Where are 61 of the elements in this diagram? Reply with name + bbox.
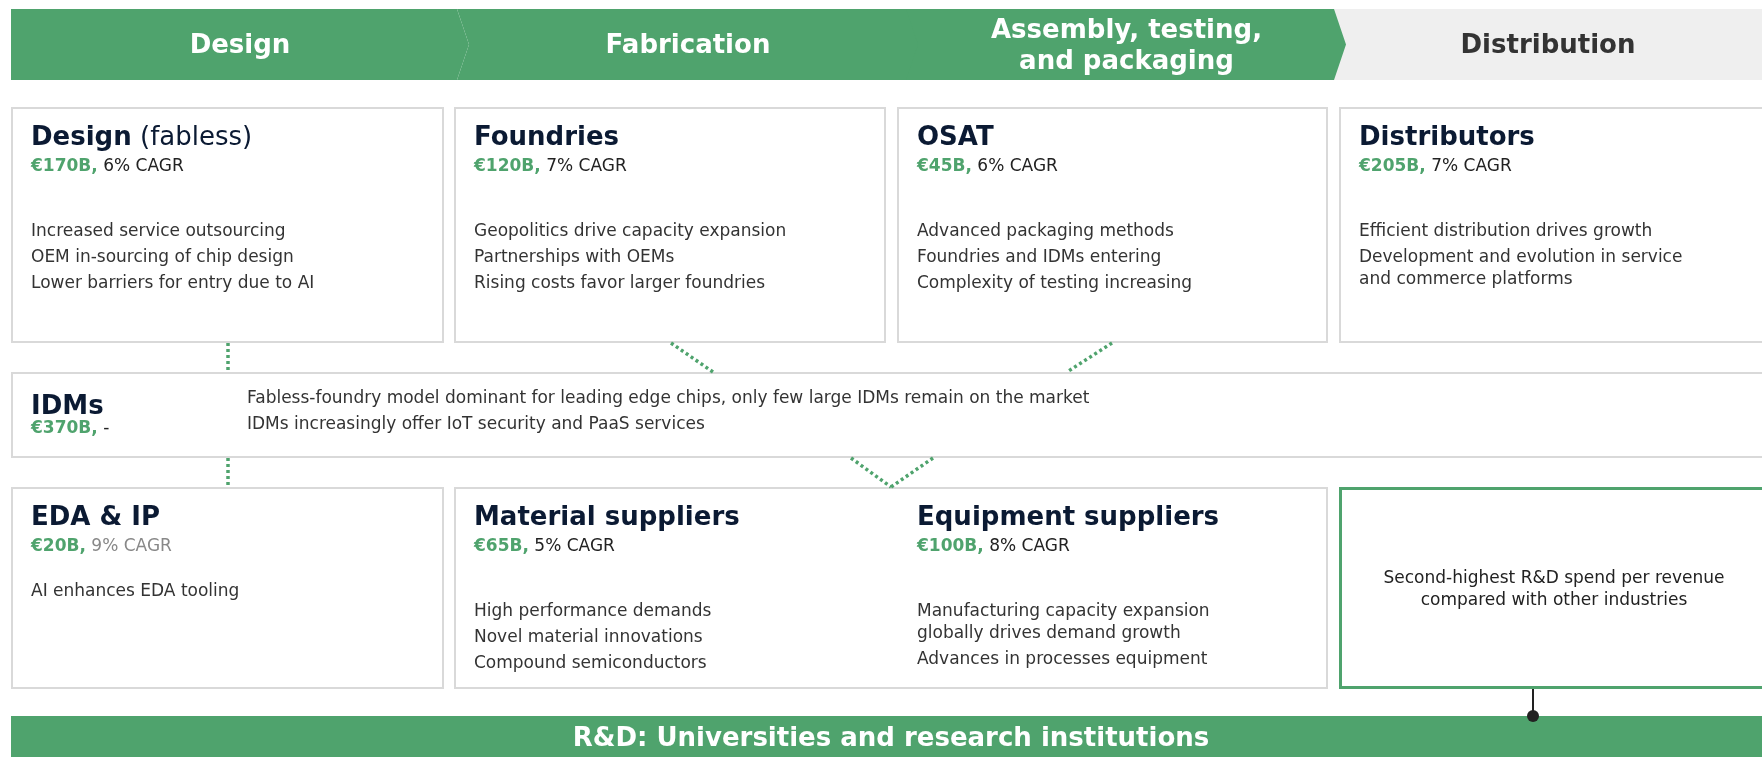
- segment-heading: EDA & IP: [31, 501, 160, 531]
- note-text: Second-highest R&D spend per revenue compared with other industries: [1382, 566, 1726, 610]
- stage-title: Assembly, testing, and packaging: [989, 13, 1264, 76]
- trend-text: Compound semiconductors: [474, 651, 707, 673]
- market-figure: €205B, 7% CAGR: [1359, 155, 1512, 175]
- segment-card: [11, 487, 444, 689]
- stage-banner: [906, 9, 1347, 80]
- segment-heading: Material suppliers: [474, 501, 740, 531]
- dotted-connector: [1066, 341, 1113, 374]
- segment-heading: Design (fabless): [31, 121, 253, 151]
- dotted-connector: [670, 341, 714, 374]
- trend-text: Rising costs favor larger foundries: [474, 271, 766, 293]
- stage-banner: [457, 9, 919, 80]
- dotted-connector: [226, 458, 230, 487]
- segment-heading: OSAT: [917, 121, 994, 151]
- segment-heading: IDMs: [31, 390, 104, 420]
- segment-card: [1339, 107, 1762, 343]
- segment-card: [454, 487, 1328, 689]
- research-band: [11, 716, 1762, 757]
- trend-text: Development and evolution in service and commerce platforms: [1359, 245, 1684, 289]
- trend-text: Increased service outsourcing: [31, 219, 286, 241]
- trend-text: Foundries and IDMs entering: [917, 245, 1162, 267]
- segment-card: [11, 372, 1762, 458]
- trend-text: Advanced packaging methods: [917, 219, 1174, 241]
- segment-heading: Distributors: [1359, 121, 1535, 151]
- segment-card: [11, 107, 444, 343]
- stage-banner: [1334, 9, 1762, 80]
- highlight-card: [1339, 487, 1762, 689]
- trend-text: High performance demands: [474, 599, 712, 621]
- trend-text: OEM in-sourcing of chip design: [31, 245, 294, 267]
- trend-text: Lower barriers for entry due to AI: [31, 271, 315, 293]
- trend-text: Complexity of testing increasing: [917, 271, 1193, 293]
- trend-text: Manufacturing capacity expansion globally drives demand growth: [917, 599, 1211, 643]
- market-figure: €45B, 6% CAGR: [917, 155, 1058, 175]
- dotted-connector: [226, 343, 230, 372]
- segment-card: [454, 107, 886, 343]
- stage-title: Design: [188, 29, 292, 60]
- market-figure: €170B, 6% CAGR: [31, 155, 184, 175]
- market-figure: €370B, -: [31, 417, 110, 437]
- trend-text: Fabless-foundry model dominant for leading edge chips, only few large IDMs remain on the market: [247, 386, 1090, 408]
- segment-card: [897, 107, 1328, 343]
- connector-line: [1527, 688, 1539, 722]
- trend-text: IDMs increasingly offer IoT security and PaaS services: [247, 412, 705, 434]
- market-figure: €100B, 8% CAGR: [917, 535, 1070, 555]
- market-figure: €120B, 7% CAGR: [474, 155, 627, 175]
- trend-text: AI enhances EDA tooling: [31, 579, 240, 601]
- trend-text: Geopolitics drive capacity expansion: [474, 219, 787, 241]
- band-title: R&D: Universities and research institutions: [572, 721, 1210, 752]
- segment-heading: Foundries: [474, 121, 620, 151]
- dotted-connector: [890, 456, 934, 489]
- segment-heading: Equipment suppliers: [917, 501, 1220, 531]
- market-figure: €20B, 9% CAGR: [31, 535, 172, 555]
- dotted-connector: [849, 456, 893, 489]
- trend-text: Advances in processes equipment: [917, 647, 1209, 669]
- trend-text: Partnerships with OEMs: [474, 245, 675, 267]
- market-figure: €65B, 5% CAGR: [474, 535, 615, 555]
- stage-banner: [11, 9, 469, 80]
- trend-text: Novel material innovations: [474, 625, 703, 647]
- stage-title: Fabrication: [604, 29, 772, 60]
- stage-title: Distribution: [1459, 29, 1637, 60]
- trend-text: Efficient distribution drives growth: [1359, 219, 1654, 241]
